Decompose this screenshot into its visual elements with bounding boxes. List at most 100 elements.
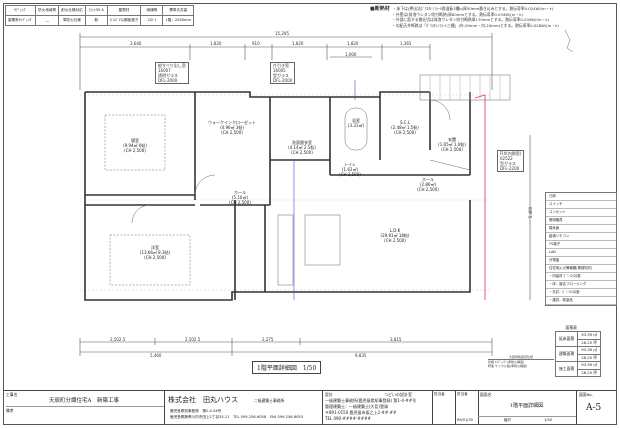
legend-item: 換気扇 xyxy=(546,225,616,233)
legend-item: TV端子 xyxy=(546,241,616,249)
area-header: 面積表 xyxy=(565,324,577,330)
window-tag-name: FIX(内倒窓) xyxy=(500,151,522,156)
area-label: 施工面積 xyxy=(554,361,579,377)
designer-label: 設計 xyxy=(325,392,333,397)
plan-title-label: 1階平面詳細図 1/50 xyxy=(252,361,322,374)
spec-cell: ｴｽﾛｰﾄ xyxy=(140,15,164,26)
window-tag-name: 片引き窓 xyxy=(273,63,289,68)
certification-note: 大臣特別認定仕様 外壁 ｻｲﾃﾞｨﾝｸﾞ(準防火構造) 軒裏 ケイカル板(準防火… xyxy=(488,355,554,369)
dim-top: 910 xyxy=(252,41,260,46)
window-tag-code: 16007 xyxy=(158,68,171,73)
room-ch: (CH 2,500) xyxy=(229,200,251,205)
room-name: トイレ xyxy=(344,162,356,167)
designer-line: 〒891-0150 鹿児島市坂之上2-##-## xyxy=(325,410,397,415)
note-line: ・勾配天井断熱は「ﾎﾟﾘｽﾁﾚﾝﾌｫｰﾑ三種」(外-50mm・内-20mm)とす… xyxy=(392,22,559,28)
scale-value: 1/50 xyxy=(544,418,553,422)
cert-line: 外壁 ｻｲﾃﾞｨﾝｸﾞ(準防火構造) xyxy=(488,360,525,365)
legend-item: ・天井：ﾋﾞﾆｰﾙｸﾛｽ張 xyxy=(546,289,616,297)
room-name: ホール xyxy=(422,177,434,182)
room-name: L.D.K xyxy=(389,228,401,233)
area-sqm: 93.39 ㎡ xyxy=(577,331,602,340)
checker-label: 担当者 xyxy=(434,392,445,396)
room-area: (5.10㎡) xyxy=(231,195,249,200)
drawing-name-label: 図面名 xyxy=(480,392,492,397)
window-tag-glass: 透明ガラス xyxy=(158,73,178,78)
room-label: ホール(5.10㎡)(CH 2,500) xyxy=(229,190,251,205)
room-label: 洋室(13.66㎡ 8.3帖)(CH 2,500) xyxy=(140,245,170,260)
room-label: 玄関(1.65㎡ 1.0帖)(CH 2,500) xyxy=(438,137,466,152)
drawing-date: R6/01/30 xyxy=(457,418,473,422)
room-ch: (CH 2,500) xyxy=(339,172,361,177)
room-area: (29.81㎡ 18帖) xyxy=(380,233,410,238)
spec-cell: ― xyxy=(35,15,60,26)
project-name: 天辰町分譲住宅A 新築工事 xyxy=(49,398,119,404)
room-ch: (CH 2,500) xyxy=(291,150,313,155)
scale-label: 縮尺 xyxy=(504,418,512,422)
title-block: 工事名 天辰町分譲住宅A 新築工事 備考 株式会社 田丸ハウス 二級建築士事務所… xyxy=(4,390,616,425)
spec-value-row: 窯業系ｻｲﾃﾞｨﾝｸﾞ ― 準防火仕様 無 ｶﾞﾙﾊﾞﾘｳﾑ鋼板葺き ｴｽﾛｰﾄ… xyxy=(4,15,195,26)
room-ch: (CH 2,500) xyxy=(441,147,463,152)
drafter-label: 担当者 xyxy=(457,392,468,396)
bed-outline xyxy=(104,114,166,171)
dim-top: 1,820 xyxy=(347,41,359,46)
spec-table: ｻﾃﾞｨﾝｸﾞ 防火地域等 耐火仕様対応 ﾌﾗｯﾄ35 A 屋根材 雨樋等 標準… xyxy=(4,5,195,26)
remarks-label: 備考 xyxy=(6,408,14,413)
drawing-number: A-5 xyxy=(586,403,602,413)
window-tag: 片引き窓 16005 型ガラス DFL-2000 xyxy=(270,62,296,84)
drawing-no-label: 図面No. xyxy=(579,392,593,397)
insulation-notes: ■断熱材・床下は(押出法ﾎﾟﾘｽﾁﾚﾝﾌｫｰﾑ保温板3種b)厚50mm敷き込みと… xyxy=(370,6,559,28)
room-area: (1.65㎡ 1.0帖) xyxy=(438,142,466,147)
dim-sub: 1,000 xyxy=(345,52,357,57)
window-tag-code: 16005 xyxy=(273,68,286,73)
room-name: 寝室 xyxy=(131,138,139,143)
window-tag-code: 02522 xyxy=(500,156,513,161)
window-tag: 縦すべり出し窓 16007 透明ガラス DFL-2000 xyxy=(155,62,189,84)
north-arrow-icon xyxy=(564,29,574,53)
dim-bottom: 2,502.5 xyxy=(185,337,201,342)
drawing-name: 1階平面詳細図 xyxy=(510,403,544,409)
window-tag-name: 縦すべり出し窓 xyxy=(158,63,186,68)
accent-pink-line xyxy=(474,94,486,300)
company-name: 株式会社 田丸ハウス xyxy=(168,396,238,404)
area-sqm: 93.39 ㎡ xyxy=(577,361,602,370)
designer-info: 一級建築士事務所(鹿児島県知事登録) 第1-4-##号 管理建築士：一級建築士(… xyxy=(325,398,416,422)
legend-item: ・建具：既製品 xyxy=(546,297,616,305)
room-area: (1.62㎡) xyxy=(341,167,359,172)
accent-blue-line xyxy=(293,80,356,300)
room-name: S.C.L xyxy=(399,120,411,125)
window-tag-glass: 型ガラス xyxy=(500,161,516,166)
room-label: ホール(2.86㎡)(CH 2,500) xyxy=(417,177,439,192)
room-name: ホール xyxy=(234,190,246,195)
spec-cell: 1階：2500mm xyxy=(162,15,195,26)
room-area: (2.86㎡) xyxy=(419,182,437,187)
room-label: S.C.L(2.48㎡ 1.5帖)(CH 2,500) xyxy=(391,120,419,135)
bathtub xyxy=(344,107,368,151)
room-area: (4.14㎡ 2.5帖) xyxy=(288,145,316,150)
legend-item: 分電盤 xyxy=(546,257,616,265)
room-ch: (CH 2,500) xyxy=(384,238,406,243)
room-ch: (CH 2,500) xyxy=(144,255,166,260)
room-label: トイレ(1.62㎡)(CH 2,500) xyxy=(339,162,361,177)
legend-item: 給湯リモコン xyxy=(546,233,616,241)
room-name: 玄関 xyxy=(447,137,456,142)
company-address: 鹿児島県薩摩川内市田上2丁目33-11 TEL 099-256-6058 FAX… xyxy=(170,415,303,419)
room-name: 浴室 xyxy=(352,118,360,123)
designer-line: 一級建築士事務所(鹿児島県知事登録) 第1-4-##号 xyxy=(325,398,417,403)
notes-title: ■断熱材 xyxy=(370,6,390,12)
porch-deck xyxy=(419,74,511,101)
room-name: ウォークインクローゼット xyxy=(208,120,256,125)
legend-item: LAN xyxy=(546,249,616,257)
designer-name: つどいの設計室 xyxy=(384,392,412,397)
room-label: 浴室(3.31㎡) xyxy=(348,118,364,128)
dim-top: 1,820 xyxy=(210,41,222,46)
area-label: 建築面積 xyxy=(554,346,579,362)
room-label: L.D.K(29.81㎡ 18帖)(CH 2,500) xyxy=(381,228,410,243)
dining-table xyxy=(304,214,341,266)
legend: 凡例 スイッチ コンセント 照明器具 換気扇 給湯リモコン TV端子 LAN 分… xyxy=(545,192,617,306)
cert-line: 軒裏 ケイカル板(準防火構造) xyxy=(488,364,528,369)
legend-item: ・内装材 ﾋﾞﾆｰﾙｸﾛｽ張 xyxy=(546,273,616,281)
room-area: (13.66㎡ 8.3帖) xyxy=(139,250,171,255)
walls xyxy=(84,91,471,301)
dim-top: 1,365 xyxy=(400,41,412,46)
